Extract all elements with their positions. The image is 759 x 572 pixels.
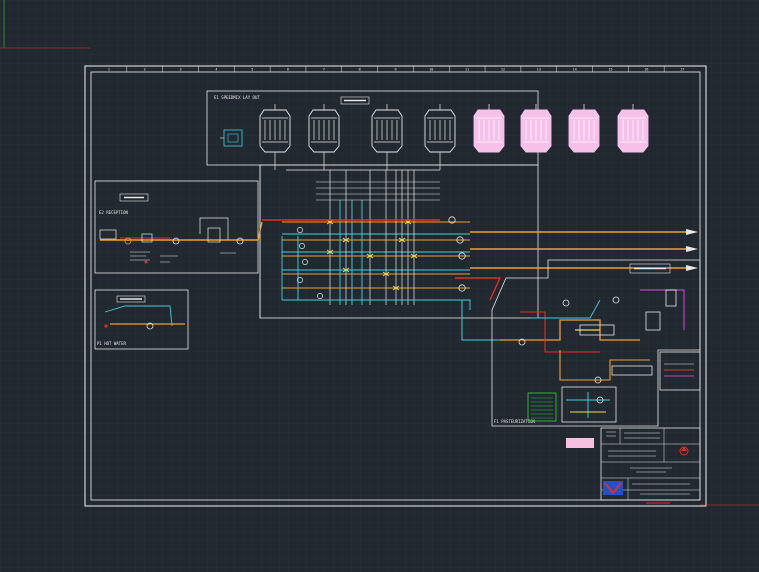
column-label: 4 [215, 68, 217, 72]
pump-icon[interactable] [297, 227, 303, 233]
mixing-tank-icon[interactable] [568, 104, 600, 153]
hot-water-title-box [116, 295, 146, 303]
speedmix-section-label: E1 SPEEDMIX LAY OUT [214, 95, 260, 100]
pasteurization-title-box [629, 263, 671, 274]
speedmix-title-box [340, 96, 370, 105]
valve-icon[interactable] [410, 253, 418, 259]
column-label: 17 [680, 68, 684, 72]
column-label: 14 [573, 68, 577, 72]
column-label: 2 [144, 68, 146, 72]
mixing-tanks-active [259, 104, 456, 170]
pump-icon[interactable] [594, 376, 602, 384]
valve-icon[interactable] [366, 253, 374, 259]
title-block [566, 427, 701, 504]
pump-icon[interactable] [302, 259, 308, 265]
mixing-tank-icon[interactable] [371, 104, 403, 153]
pump-icon[interactable] [297, 277, 303, 283]
pasteurization-section-label: F1 PASTEURIZATION [494, 419, 536, 424]
pump-icon[interactable] [236, 237, 244, 245]
pump-icon[interactable] [317, 293, 323, 299]
pump-icon[interactable] [172, 237, 180, 245]
cip-unit-box[interactable] [561, 386, 617, 423]
mixing-tank-icon[interactable] [308, 104, 340, 153]
column-label: 15 [608, 68, 612, 72]
mixing-tank-icon[interactable] [259, 104, 291, 153]
valve-icon[interactable] [326, 249, 334, 255]
pump-icon[interactable] [456, 236, 464, 244]
ucs-axis-icon [0, 0, 90, 49]
pump-icon[interactable] [458, 252, 466, 260]
pump-icon[interactable] [124, 237, 132, 245]
pump-icon[interactable] [146, 322, 154, 330]
distribution-manifold [259, 164, 539, 319]
holding-tube-icon[interactable] [611, 365, 653, 376]
pasteurization-section: F1 PASTEURIZATION [491, 259, 701, 427]
mixing-tank-icon[interactable] [424, 104, 456, 153]
column-label: 5 [251, 68, 253, 72]
column-label: 13 [537, 68, 541, 72]
balance-tank-icon[interactable] [665, 289, 677, 307]
filter-icon[interactable] [141, 233, 153, 243]
column-label: 10 [429, 68, 433, 72]
revision-stamp [566, 438, 594, 448]
instrument-legend [527, 392, 557, 422]
column-label: 16 [644, 68, 648, 72]
pump-icon[interactable] [612, 296, 620, 304]
column-label: 6 [287, 68, 289, 72]
valve-icon[interactable] [342, 267, 350, 273]
mixing-tank-icon[interactable] [617, 104, 649, 153]
cooling-unit-box[interactable] [659, 351, 701, 391]
valve-icon[interactable] [398, 237, 406, 243]
pump-icon[interactable] [448, 216, 456, 224]
truck-unloading-icon[interactable] [99, 229, 117, 240]
tank-icon[interactable] [207, 227, 221, 243]
pump-icon[interactable] [518, 338, 526, 346]
valve-icon[interactable] [342, 237, 350, 243]
mixing-tank-icon[interactable] [520, 104, 552, 153]
pump-icon[interactable] [458, 284, 466, 292]
reception-section-label: E2 RECEPTION [99, 210, 128, 215]
pump-icon[interactable] [299, 243, 305, 249]
column-label: 9 [394, 68, 396, 72]
reception-section: E2 RECEPTION [94, 180, 263, 274]
column-label: 12 [501, 68, 505, 72]
plate-heat-exchanger-icon[interactable] [579, 324, 615, 336]
column-label: 8 [359, 68, 361, 72]
valve-icon[interactable] [392, 285, 400, 291]
column-label: 7 [323, 68, 325, 72]
pump-icon[interactable] [562, 299, 570, 307]
valve-icon[interactable] [382, 271, 390, 277]
client-logo-icon [603, 481, 623, 495]
mixing-tank-icon[interactable] [473, 104, 505, 153]
company-logo-icon [679, 446, 689, 456]
hot-water-section-label: P1 HOT WATER [97, 341, 126, 346]
mixing-tanks-future [473, 104, 649, 153]
column-label: 3 [180, 68, 182, 72]
column-label: 1 [108, 68, 110, 72]
reception-title-box [119, 193, 149, 202]
column-label: 11 [465, 68, 469, 72]
control-panel-icon[interactable] [220, 129, 243, 147]
homogenizer-icon[interactable] [645, 311, 661, 331]
hot-water-section: P1 HOT WATER [94, 289, 189, 350]
